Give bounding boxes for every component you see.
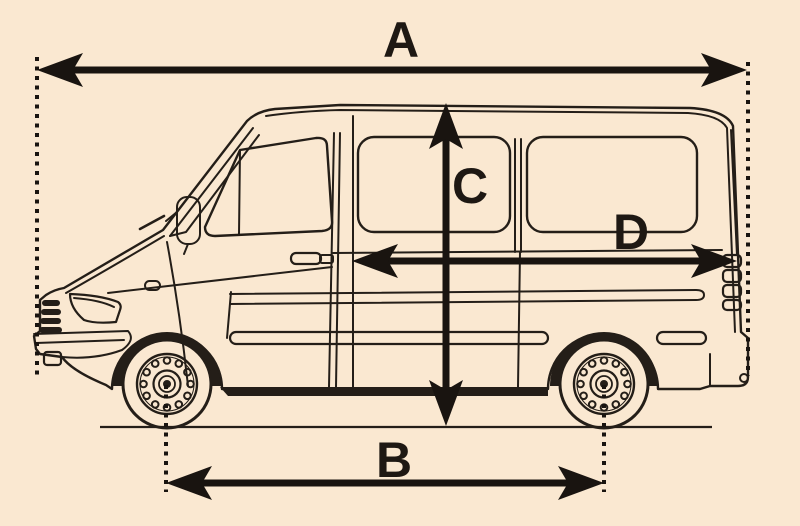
rear-wheel-arch: [550, 332, 658, 386]
window-sill-line: [332, 249, 723, 254]
dimension-arrow-a: [37, 53, 747, 87]
rear-pillar-line: [730, 129, 738, 256]
body-moulding-main: [228, 330, 550, 346]
dimension-label-a: A: [383, 12, 419, 68]
cab-door-seam: [166, 241, 189, 387]
body-moulding-rear: [655, 330, 708, 346]
dimension-label-c: C: [452, 158, 488, 214]
grille-slats: [39, 300, 62, 333]
headlight: [68, 292, 122, 324]
dimension-annotations: A C D B: [35, 12, 750, 500]
dimension-label-b: B: [376, 432, 412, 488]
dimension-label-d: D: [613, 204, 649, 260]
wiper: [138, 214, 166, 231]
windshield-pillar: [169, 127, 254, 237]
cab-window-divider: [238, 149, 241, 235]
dimension-arrow-b: [166, 466, 604, 500]
side-mirror: [176, 196, 201, 245]
van-body-outline: [32, 103, 750, 391]
cab-door-window: [203, 136, 334, 238]
rear-corner-detail: [739, 373, 749, 383]
van-illustration: [32, 103, 750, 430]
fog-light: [42, 350, 63, 367]
window-pillar: [514, 138, 522, 253]
sliding-door-rear-seam: [517, 251, 521, 388]
mid-trim-capsule: [229, 289, 705, 305]
roof-drip-rail: [265, 109, 736, 333]
side-window-2: [525, 135, 699, 234]
headlight-inner-line: [73, 297, 115, 308]
windshield-glass-edge: [169, 134, 260, 237]
dimension-arrow-d: [352, 244, 737, 278]
fender-seam: [226, 291, 232, 339]
rocker-sill: [220, 387, 548, 396]
door-handle-tab: [319, 254, 334, 264]
hood-inner-line: [65, 235, 165, 294]
mirror-arm: [165, 211, 189, 255]
front-crease-line: [107, 266, 333, 294]
indicator-lamp: [144, 280, 161, 291]
front-bumper: [33, 330, 132, 359]
door-handle: [289, 251, 323, 266]
b-pillar: [328, 132, 341, 388]
dimension-arrow-c: [429, 103, 463, 426]
front-wheel-arch: [113, 332, 221, 386]
